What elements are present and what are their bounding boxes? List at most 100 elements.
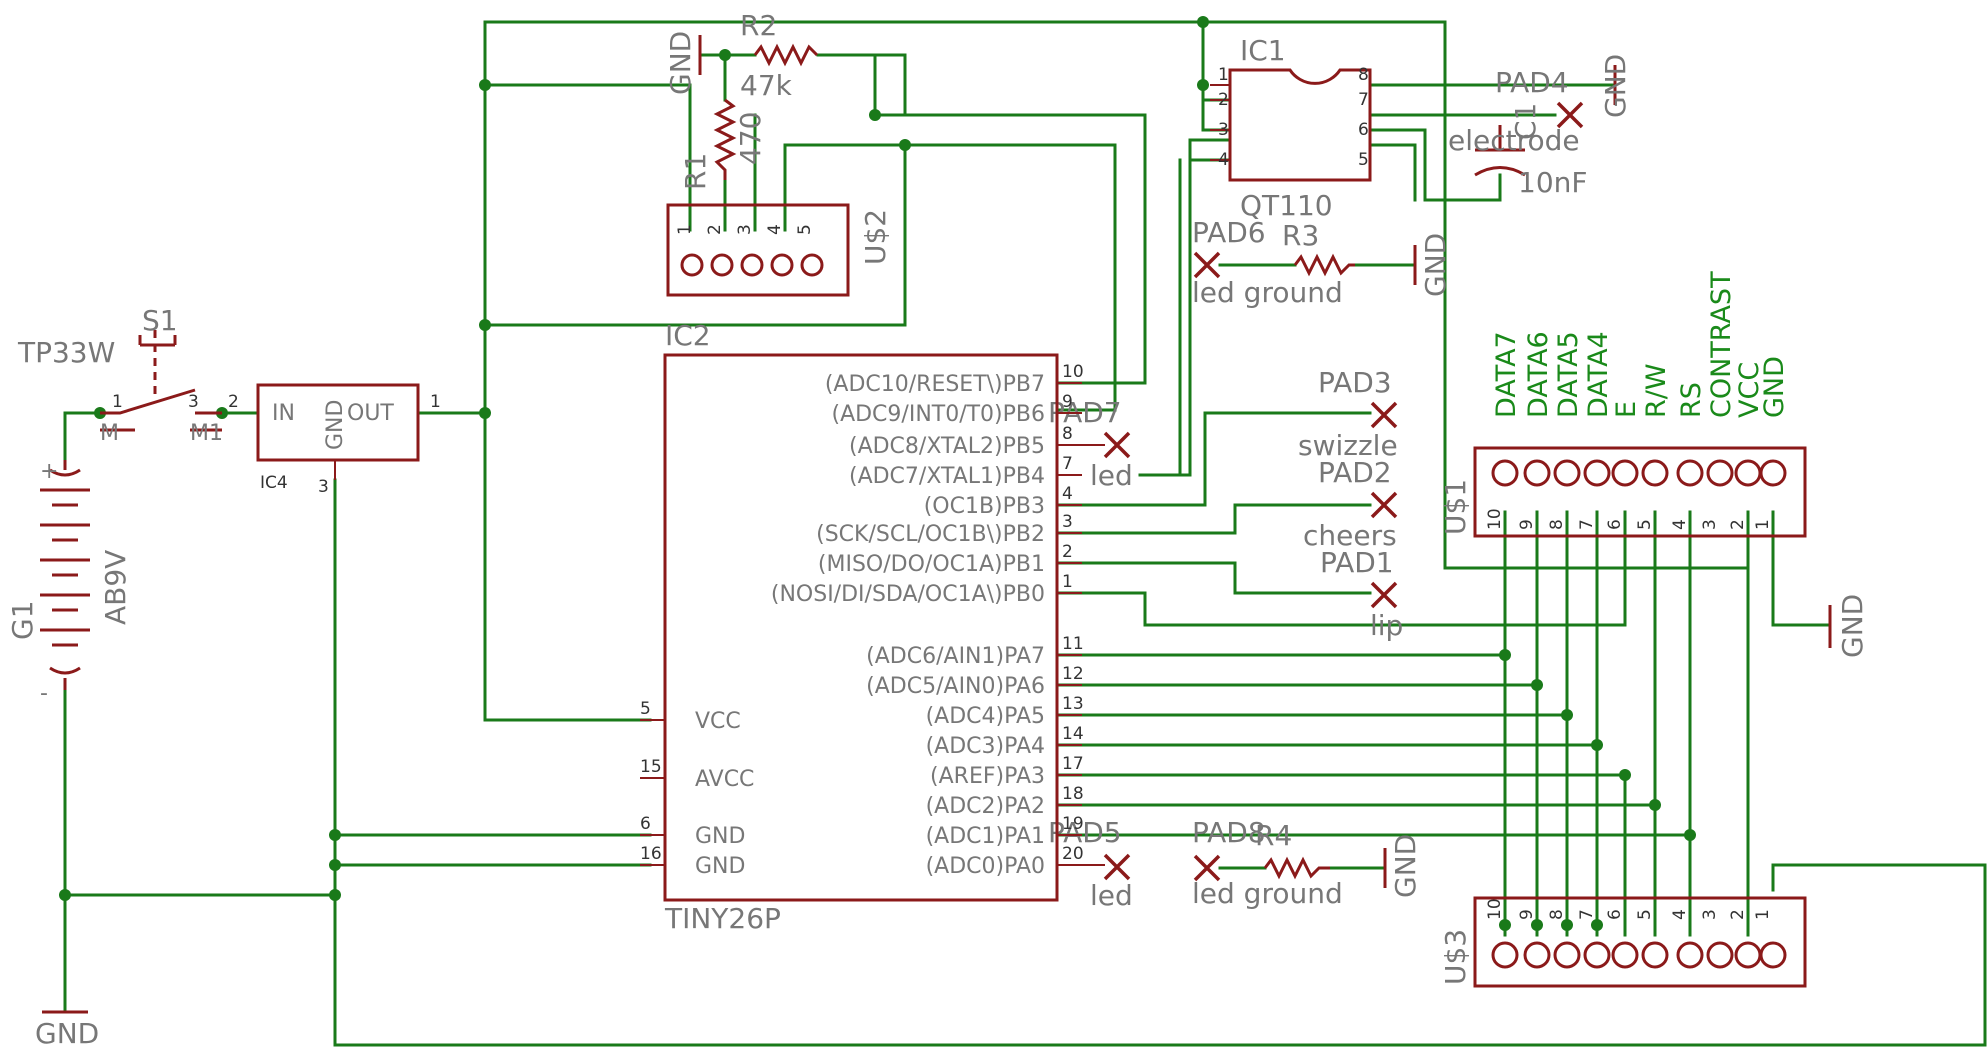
header-pin-number: 4 (1670, 909, 1690, 920)
svg-text:3: 3 (318, 477, 329, 497)
regulator-ic4: IN OUT GND 1 3 IC4 (256, 383, 441, 497)
lcd-signal-label: GND (1759, 356, 1790, 418)
ic2-pin-number: 9 (1062, 392, 1073, 412)
ic2-pin-number: 20 (1062, 844, 1084, 864)
r4-ref: R4 (1255, 819, 1292, 852)
header-pin (1641, 459, 1669, 487)
header-pin (1611, 941, 1639, 969)
header-pin (1759, 459, 1787, 487)
ic2-pin-number: 5 (640, 699, 651, 719)
header-pin (1611, 459, 1639, 487)
ic2-pin-name: (ADC5/AIN0)PA6 (866, 674, 1045, 699)
ic2-pin-number: 17 (1062, 754, 1084, 774)
header-pin-number: 2 (1728, 519, 1748, 530)
r2-value: 47k (740, 69, 793, 102)
header-pin-number: 1 (1753, 909, 1773, 920)
ic2-ref: IC2 (665, 319, 711, 352)
svg-text:-: - (40, 681, 48, 706)
gnd-label: GND (1419, 233, 1452, 297)
ic2-pin-name: (ADC4)PA5 (926, 704, 1045, 729)
pad3-label: swizzle (1298, 429, 1398, 462)
ic2-pin-name: AVCC (695, 767, 754, 792)
svg-text:+: + (40, 459, 58, 484)
ic2-pin-number: 10 (1062, 362, 1084, 382)
ic2-pin-name: (ADC1)PA1 (926, 824, 1045, 849)
switch-value: TP33W (17, 336, 115, 369)
svg-text:4: 4 (765, 224, 785, 235)
pad5-ref: PAD5 (1048, 816, 1122, 849)
ic2-pin-number: 18 (1062, 784, 1084, 804)
header-pin-number: 7 (1577, 519, 1597, 530)
ic1-value: QT110 (1240, 189, 1333, 222)
pads: PAD4 PAD6 led ground PAD7 led PAD3 swizz… (1048, 66, 1584, 912)
header-pin-number: 1 (1753, 519, 1773, 530)
lcd-signal-label: DATA4 (1583, 331, 1614, 418)
svg-text:OUT: OUT (347, 401, 394, 426)
ic2-pin-number: 4 (1062, 484, 1073, 504)
header-pin (1734, 941, 1762, 969)
header-pin (1706, 459, 1734, 487)
ic2-pin-name: (ADC9/INT0/T0)PB6 (831, 402, 1045, 427)
r1-value: 470 (734, 112, 767, 165)
lcd-signal-label: DATA7 (1491, 331, 1522, 418)
ic2-pin-number: 15 (640, 757, 662, 777)
connector-u2: 1 2 3 4 5 U$2 (666, 203, 892, 297)
battery-ref: G1 (6, 600, 39, 640)
header-pin-number: 4 (1670, 519, 1690, 530)
switch-ref: S1 (142, 304, 178, 337)
header-pin (1553, 459, 1581, 487)
header-pin-number: 8 (1547, 519, 1567, 530)
regulator-ref: IC4 (260, 473, 288, 493)
c1-ref: C1 (1509, 103, 1542, 140)
ic2-pin-number: 12 (1062, 664, 1084, 684)
svg-text:1: 1 (675, 224, 695, 235)
pad1-ref: PAD1 (1320, 546, 1394, 579)
lcd-signal-label: DATA5 (1553, 331, 1584, 418)
pad1-label: lip (1370, 609, 1403, 642)
chip-ic1: 1 2 3 4 8 7 6 5 IC1 QT110 (1210, 34, 1372, 222)
svg-text:M1: M1 (190, 421, 223, 446)
pad6-ref: PAD6 (1192, 216, 1266, 249)
pad3-ref: PAD3 (1318, 366, 1392, 399)
svg-text:6: 6 (1358, 120, 1369, 140)
pad2-label: cheers (1303, 519, 1397, 552)
svg-text:2: 2 (705, 224, 725, 235)
ic2-pin-name: (NOSI/DI/SDA/OC1A\)PB0 (771, 582, 1045, 607)
ic2-pin-number: 1 (1062, 572, 1073, 592)
battery-g1: + - G1 AB9V (6, 459, 132, 706)
gnd-label: GND (1836, 594, 1869, 658)
svg-text:3: 3 (735, 224, 755, 235)
header-pin-number: 7 (1577, 909, 1597, 920)
resistor-r4: R4 (1255, 819, 1330, 880)
resistor-r1: R1 470 (679, 98, 767, 190)
svg-text:1: 1 (1218, 65, 1229, 85)
ic1-ref: IC1 (1240, 34, 1286, 67)
svg-text:8: 8 (1358, 65, 1369, 85)
header-pin-number: 5 (1635, 909, 1655, 920)
ic2-pin-number: 16 (640, 844, 662, 864)
lcd-signal-label: RS (1676, 382, 1707, 418)
header-pin (1676, 941, 1704, 969)
ic2-pin-number: 8 (1062, 424, 1073, 444)
header-pin-number: 9 (1517, 909, 1537, 920)
header-pin (1583, 459, 1611, 487)
svg-text:GND: GND (323, 400, 348, 450)
ic2-pin-name: (OC1B)PB3 (924, 494, 1045, 519)
lcd-signal-label: CONTRAST (1706, 271, 1737, 418)
svg-text:3: 3 (188, 392, 199, 412)
svg-text:5: 5 (1358, 150, 1369, 170)
ic2-pin-number: 14 (1062, 724, 1084, 744)
switch-s1: S1 TP33W 1 3 2 M M1 (17, 304, 239, 446)
header-pin (1523, 459, 1551, 487)
gnd-label: GND (1389, 834, 1422, 898)
ic2-value: TINY26P (664, 902, 781, 935)
pad2-ref: PAD2 (1318, 456, 1392, 489)
ic2-pin-name: (SCK/SCL/OC1B\)PB2 (816, 522, 1045, 547)
header-pin (1734, 459, 1762, 487)
u1-ref: U$1 (1439, 479, 1472, 535)
ic2-pin-name: (ADC3)PA4 (926, 734, 1045, 759)
